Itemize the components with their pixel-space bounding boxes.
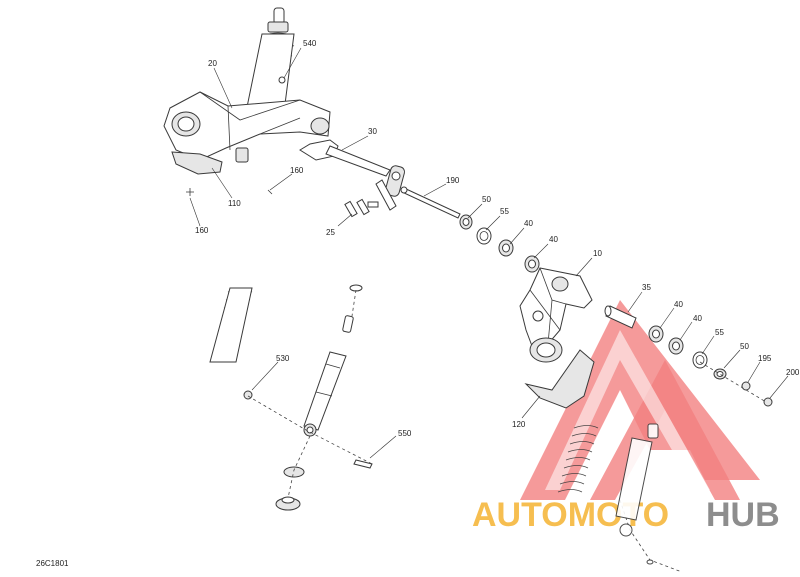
callout-55-upper: 55: [500, 207, 509, 216]
assembly-lines: [247, 289, 767, 573]
bushing-stack-upper: [459, 214, 540, 273]
callout-50-upper: 50: [482, 195, 491, 204]
callout-530: 530: [276, 354, 290, 363]
leader-lines: [189, 47, 789, 459]
coil-spring: [209, 287, 253, 363]
shock-absorber-lower: [303, 284, 363, 437]
callout-25: 25: [326, 228, 335, 237]
skid-plate-upper: [171, 151, 223, 175]
spring-shock-right: [557, 423, 659, 565]
callout-40-c: 40: [674, 300, 683, 309]
callout-120: 120: [512, 420, 526, 429]
callout-35: 35: [642, 283, 651, 292]
callout-195: 195: [758, 354, 772, 363]
swing-arm-assembly: [519, 267, 593, 363]
callout-10: 10: [593, 249, 602, 258]
callout-labels: 540 20 30 160 160 110 190 50 55 25 40 40…: [195, 39, 800, 438]
callout-20: 20: [208, 59, 217, 68]
callout-30: 30: [368, 127, 377, 136]
callout-40-b: 40: [549, 235, 558, 244]
watermark-text-right: HUB: [706, 496, 780, 534]
callout-540: 540: [303, 39, 317, 48]
callout-160-left: 160: [195, 226, 209, 235]
callout-200: 200: [786, 368, 800, 377]
bolt-set-25: [344, 198, 379, 218]
skid-plate-lower: [524, 349, 595, 409]
callout-190: 190: [446, 176, 460, 185]
callout-550: 550: [398, 429, 412, 438]
diagram-code: 26C1801: [36, 559, 69, 568]
suspension-arm-assembly: [163, 7, 331, 196]
callout-50-lower: 50: [740, 342, 749, 351]
bushing-stack-lower: [648, 325, 773, 407]
callout-160-right: 160: [290, 166, 304, 175]
spring-retainer: [275, 466, 305, 511]
callout-40-d: 40: [693, 314, 702, 323]
callout-110: 110: [228, 199, 241, 208]
sway-bar-link: [299, 139, 406, 211]
bushing-35: [604, 305, 637, 329]
pivot-shaft-190: [400, 186, 461, 219]
callout-55-lower: 55: [715, 328, 724, 337]
callout-40-a: 40: [524, 219, 533, 228]
